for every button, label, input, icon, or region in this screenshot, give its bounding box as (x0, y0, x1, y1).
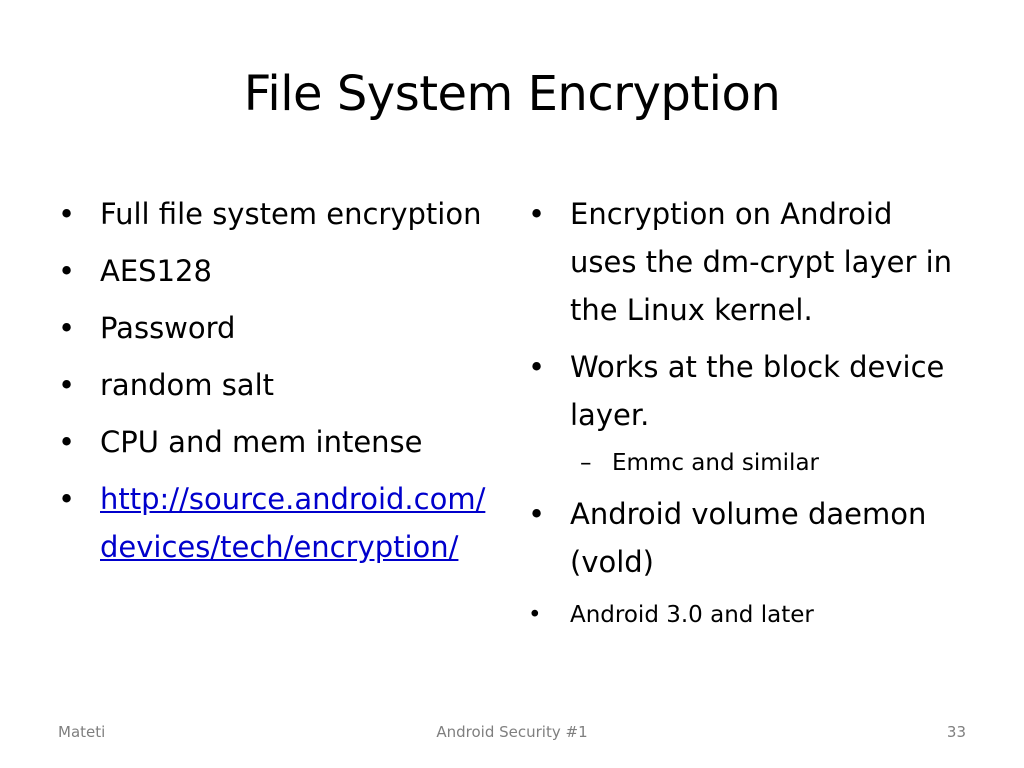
bullet-item: • AES128 (58, 247, 486, 295)
bullet-icon: • (58, 368, 76, 402)
bullet-icon: • (58, 482, 76, 516)
bullet-text: Android volume daemon (vold) (570, 497, 927, 579)
bullet-text: Full file system encryption (100, 197, 482, 231)
slide-title: File System Encryption (243, 66, 781, 122)
bullet-text: Password (100, 311, 236, 345)
dash-icon: – (580, 450, 592, 476)
left-bullet-list: • Full file system encryption • AES128 •… (58, 190, 486, 571)
bullet-text: Works at the block device layer. (570, 350, 945, 432)
left-column: • Full file system encryption • AES128 •… (58, 190, 486, 580)
bullet-icon: • (528, 602, 542, 628)
bullet-icon: • (528, 497, 546, 531)
bullet-icon: • (58, 197, 76, 231)
bullet-text: Android 3.0 and later (570, 602, 814, 628)
sub-bullet-item: – Emmc and similar (580, 444, 968, 482)
bullet-item: • Android volume daemon (vold) (528, 490, 968, 586)
right-bullet-list: • Encryption on Android uses the dm-cryp… (528, 190, 968, 635)
bullet-icon: • (58, 254, 76, 288)
bullet-text: Encryption on Android uses the dm-crypt … (570, 197, 953, 327)
footer-page-number: 33 (946, 723, 966, 741)
footer-author: Mateti (58, 723, 106, 741)
bullet-item: • Encryption on Android uses the dm-cryp… (528, 190, 968, 334)
bullet-text: AES128 (100, 254, 212, 288)
bullet-item: • Android 3.0 and later (528, 595, 968, 635)
bullet-item: • Full file system encryption (58, 190, 486, 238)
sub-bullet-text: Emmc and similar (612, 450, 819, 476)
bullet-text: CPU and mem intense (100, 425, 423, 459)
bullet-icon: • (528, 197, 546, 231)
encryption-docs-link[interactable]: http://source.android.com/devices/tech/e… (100, 482, 486, 564)
bullet-item: • http://source.android.com/devices/tech… (58, 475, 486, 571)
bullet-item: • Works at the block device layer. (528, 343, 968, 439)
bullet-text: random salt (100, 368, 274, 402)
bullet-item: • Password (58, 304, 486, 352)
bullet-icon: • (528, 350, 546, 384)
bullet-item: • random salt (58, 361, 486, 409)
bullet-icon: • (58, 425, 76, 459)
right-column: • Encryption on Android uses the dm-cryp… (528, 190, 968, 641)
bullet-item: • CPU and mem intense (58, 418, 486, 466)
footer-title: Android Security #1 (436, 723, 588, 741)
bullet-icon: • (58, 311, 76, 345)
